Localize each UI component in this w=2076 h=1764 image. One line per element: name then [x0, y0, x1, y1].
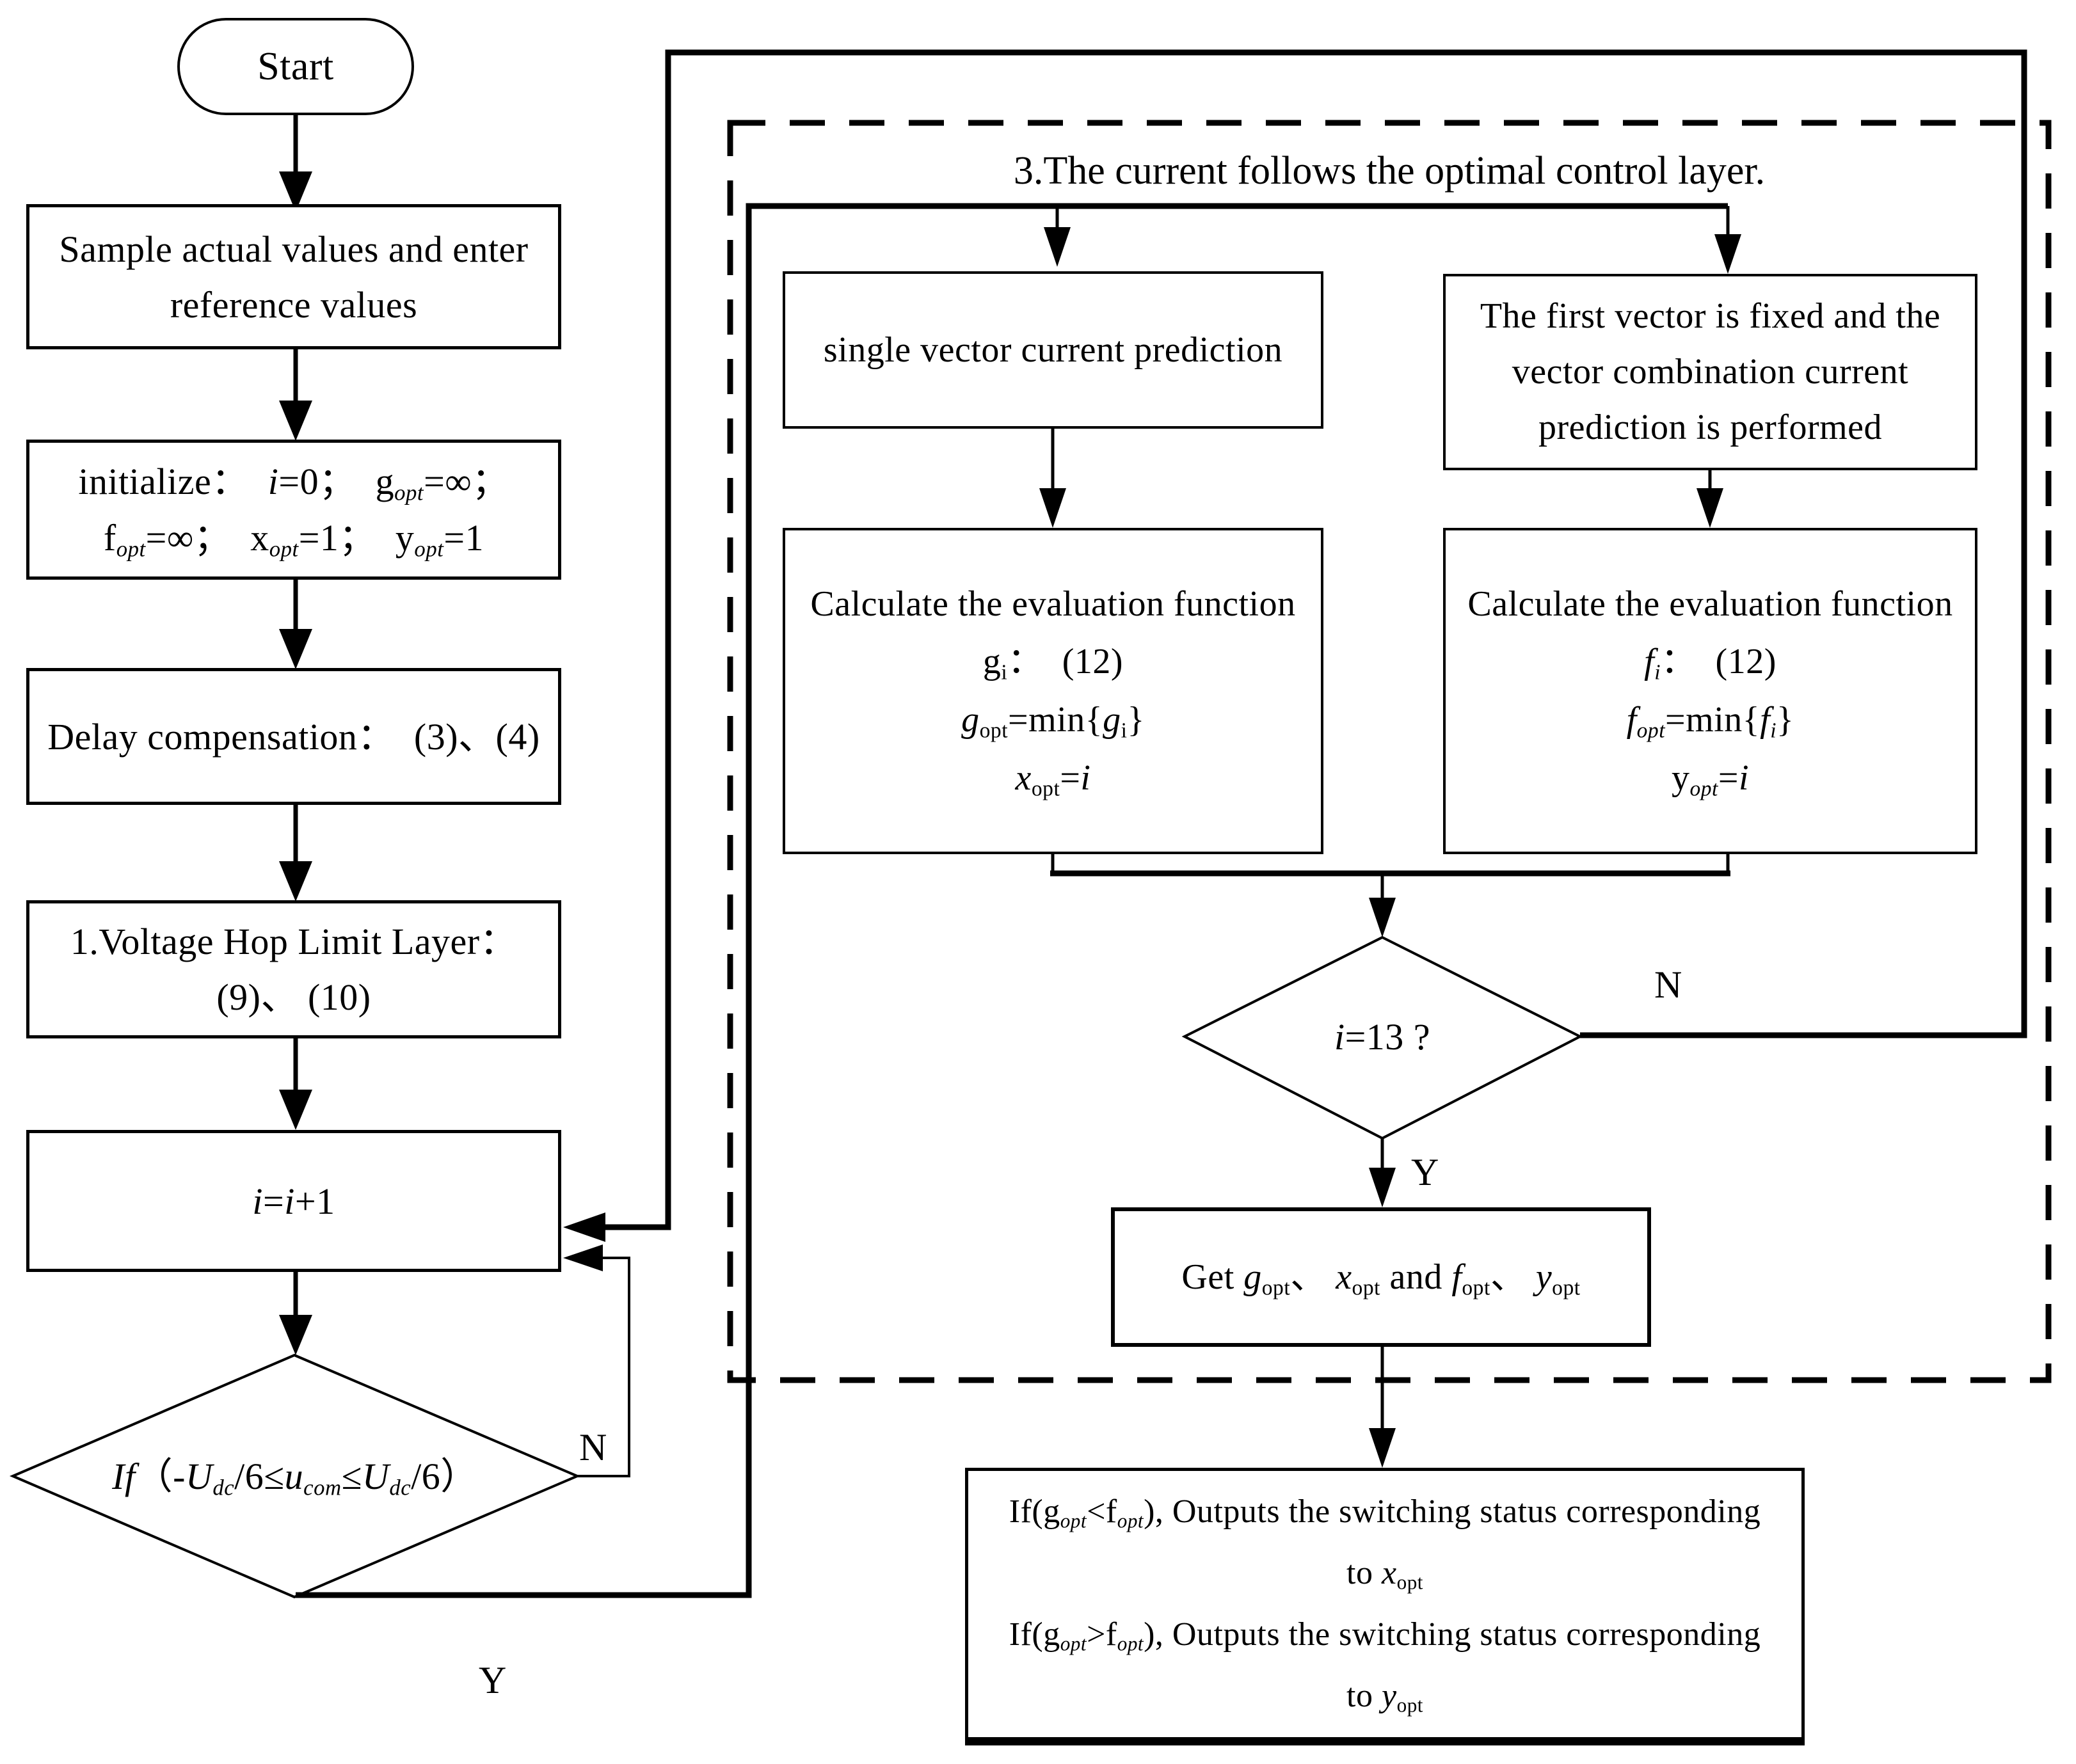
text-line: reference values [170, 283, 418, 326]
arrowhead-sample [279, 171, 312, 212]
arrowhead-get [1369, 1168, 1396, 1207]
node-initialize: initialize： i=0； gopt=∞； fopt=∞； xopt=1； … [26, 440, 561, 580]
text-line: fopt=min{fi} [1626, 700, 1794, 743]
branch-label-voltage-n: N [579, 1426, 607, 1468]
start-label: Start [257, 44, 334, 88]
arrowhead-hop [279, 861, 312, 902]
arrowhead-i13-no [563, 1212, 605, 1242]
connector-i13-no-loop [605, 49, 2027, 1230]
text-line: 1.Voltage Hop Limit Layer： [70, 921, 518, 962]
text-line: i=i+1 [252, 1180, 335, 1222]
text-line: fopt=∞； xopt=1； yopt=1 [103, 516, 484, 562]
node-evaluate-f: Calculate the evaluation function fi： (12… [1443, 528, 1977, 854]
arrowhead-voltage-no [563, 1244, 603, 1271]
text-line: (9)、 (10) [216, 976, 371, 1018]
arrowhead-i13 [1369, 898, 1396, 937]
text-line: Calculate the evaluation function [1467, 584, 1953, 624]
node-voltage-hop-limit-layer: 1.Voltage Hop Limit Layer： (9)、 (10) [26, 900, 561, 1038]
node-evaluate-g: Calculate the evaluation function gi： (12… [783, 528, 1323, 854]
text-line: Calculate the evaluation function [810, 584, 1296, 624]
arrowhead-pred-combo [1714, 234, 1741, 274]
text-line: Get gopt、 xopt and fopt、 yopt [1181, 1257, 1581, 1299]
arrowhead-pred-single [1044, 227, 1071, 267]
arrowhead-eval-g [1039, 488, 1066, 528]
text-line: If(gopt<fopt), Outputs the switching sta… [1009, 1493, 1761, 1532]
text-line: yopt=i [1671, 758, 1750, 801]
branch-label-i13-n: N [1654, 964, 1682, 1006]
connector-voltage-yes-branch [296, 203, 1728, 1598]
decision-voltage-label: If（-Udc/6≤ucom≤Udc/6） [51, 1440, 539, 1513]
connector-voltage-no-loop [577, 1257, 630, 1477]
text-line: gopt=min{gi} [961, 700, 1145, 743]
branch-label-i13-y: Y [1411, 1151, 1439, 1193]
text-line: prediction is performed [1538, 407, 1883, 447]
node-increment: i=i+1 [26, 1130, 561, 1272]
decision-i13-label: i=13 ? [1254, 1001, 1510, 1072]
branch-label-voltage-y: Y [479, 1659, 507, 1701]
text-line: Delay compensation： (3)、(4) [47, 715, 540, 758]
text-line: i=13 ? [1334, 1015, 1431, 1058]
text-line: fi： (12) [1644, 642, 1777, 685]
arrowhead-increment [279, 1090, 312, 1130]
node-output-switching-status: If(gopt<fopt), Outputs the switching sta… [965, 1468, 1805, 1745]
arrowhead-delay [279, 629, 312, 669]
text-line: The first vector is fixed and the [1480, 296, 1941, 337]
arrowhead-output [1369, 1428, 1396, 1468]
node-sample-values: Sample actual values and enter reference … [26, 204, 561, 349]
node-vector-combination-prediction: The first vector is fixed and the vector … [1443, 274, 1977, 470]
node-delay-compensation: Delay compensation： (3)、(4) [26, 668, 561, 805]
dashed-region-title: 3.The current follows the optimal contro… [1013, 149, 1766, 193]
text-line: to xopt [1346, 1554, 1423, 1594]
text-line: xopt=i [1015, 758, 1091, 801]
text-line: single vector current prediction [823, 330, 1283, 370]
text-line: gi： (12) [982, 642, 1124, 685]
node-start: Start [177, 18, 414, 115]
node-get-optimal: Get gopt、 xopt and fopt、 yopt [1111, 1207, 1651, 1347]
text-line: vector combination current [1512, 352, 1909, 392]
arrowhead-init [279, 401, 312, 441]
optimal-layer-dashed-boundary [727, 120, 2052, 1383]
text-line: to yopt [1346, 1678, 1423, 1717]
text-line: Sample actual values and enter [59, 228, 529, 270]
decision-voltage-diamond [9, 1353, 581, 1599]
text-line: initialize： i=0； gopt=∞； [78, 460, 509, 505]
arrowhead-eval-f [1697, 488, 1723, 528]
text-line: If(gopt>fopt), Outputs the switching sta… [1009, 1616, 1761, 1655]
node-single-vector-prediction: single vector current prediction [783, 271, 1323, 429]
arrowhead-voltage-cond [279, 1315, 312, 1355]
text-line: If（-Udc/6≤ucom≤Udc/6） [112, 1455, 478, 1500]
